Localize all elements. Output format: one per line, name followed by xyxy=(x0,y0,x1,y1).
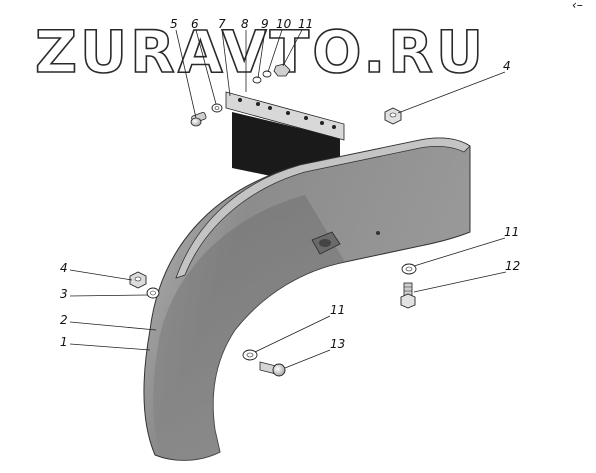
fender xyxy=(143,137,471,461)
callout-3: 3 xyxy=(60,287,68,301)
callouts: 5 6 7 8 9 10 11 4 11 12 4 3 2 1 11 13 xyxy=(60,17,520,351)
fender-top-flange xyxy=(175,137,471,279)
watermark: ZURAVTO.RU xyxy=(35,18,486,86)
washer-3 xyxy=(146,287,160,299)
callout-11-top: 11 xyxy=(298,17,313,31)
washer-11-right xyxy=(401,263,417,275)
washer-10 xyxy=(262,70,272,78)
fender-inner-surface xyxy=(153,195,345,461)
bolt-12 xyxy=(400,282,416,309)
nut-4-top xyxy=(384,107,402,125)
callout-9: 9 xyxy=(261,17,269,31)
washer-9 xyxy=(252,76,262,84)
callout-11-bottom: 11 xyxy=(330,303,345,317)
nut-4-left xyxy=(129,271,147,289)
callout-4-left: 4 xyxy=(60,261,68,275)
washer-11-bottom xyxy=(242,349,258,361)
mudflap-mounting-strip xyxy=(225,91,345,141)
callout-7: 7 xyxy=(218,17,226,31)
callout-10: 10 xyxy=(276,17,292,31)
callout-6: 6 xyxy=(191,17,199,31)
bolt-13 xyxy=(259,361,286,377)
callout-1: 1 xyxy=(60,335,68,349)
hardware-left xyxy=(129,271,160,299)
hardware-top xyxy=(190,63,402,127)
callout-11-right: 11 xyxy=(504,225,519,239)
callout-13: 13 xyxy=(330,337,345,351)
hardware-bottom xyxy=(242,349,286,377)
callout-5: 5 xyxy=(170,17,178,31)
mounting-recess xyxy=(311,231,341,255)
callout-4-top: 4 xyxy=(503,59,511,73)
mounting-hole xyxy=(376,231,380,235)
callout-12: 12 xyxy=(505,259,520,273)
corner-mark: ‹– xyxy=(572,0,583,12)
bolt-5 xyxy=(190,112,207,127)
callout-8: 8 xyxy=(241,17,249,31)
leader-lines xyxy=(69,29,507,369)
hardware-right xyxy=(400,263,417,309)
callout-2: 2 xyxy=(60,313,68,327)
